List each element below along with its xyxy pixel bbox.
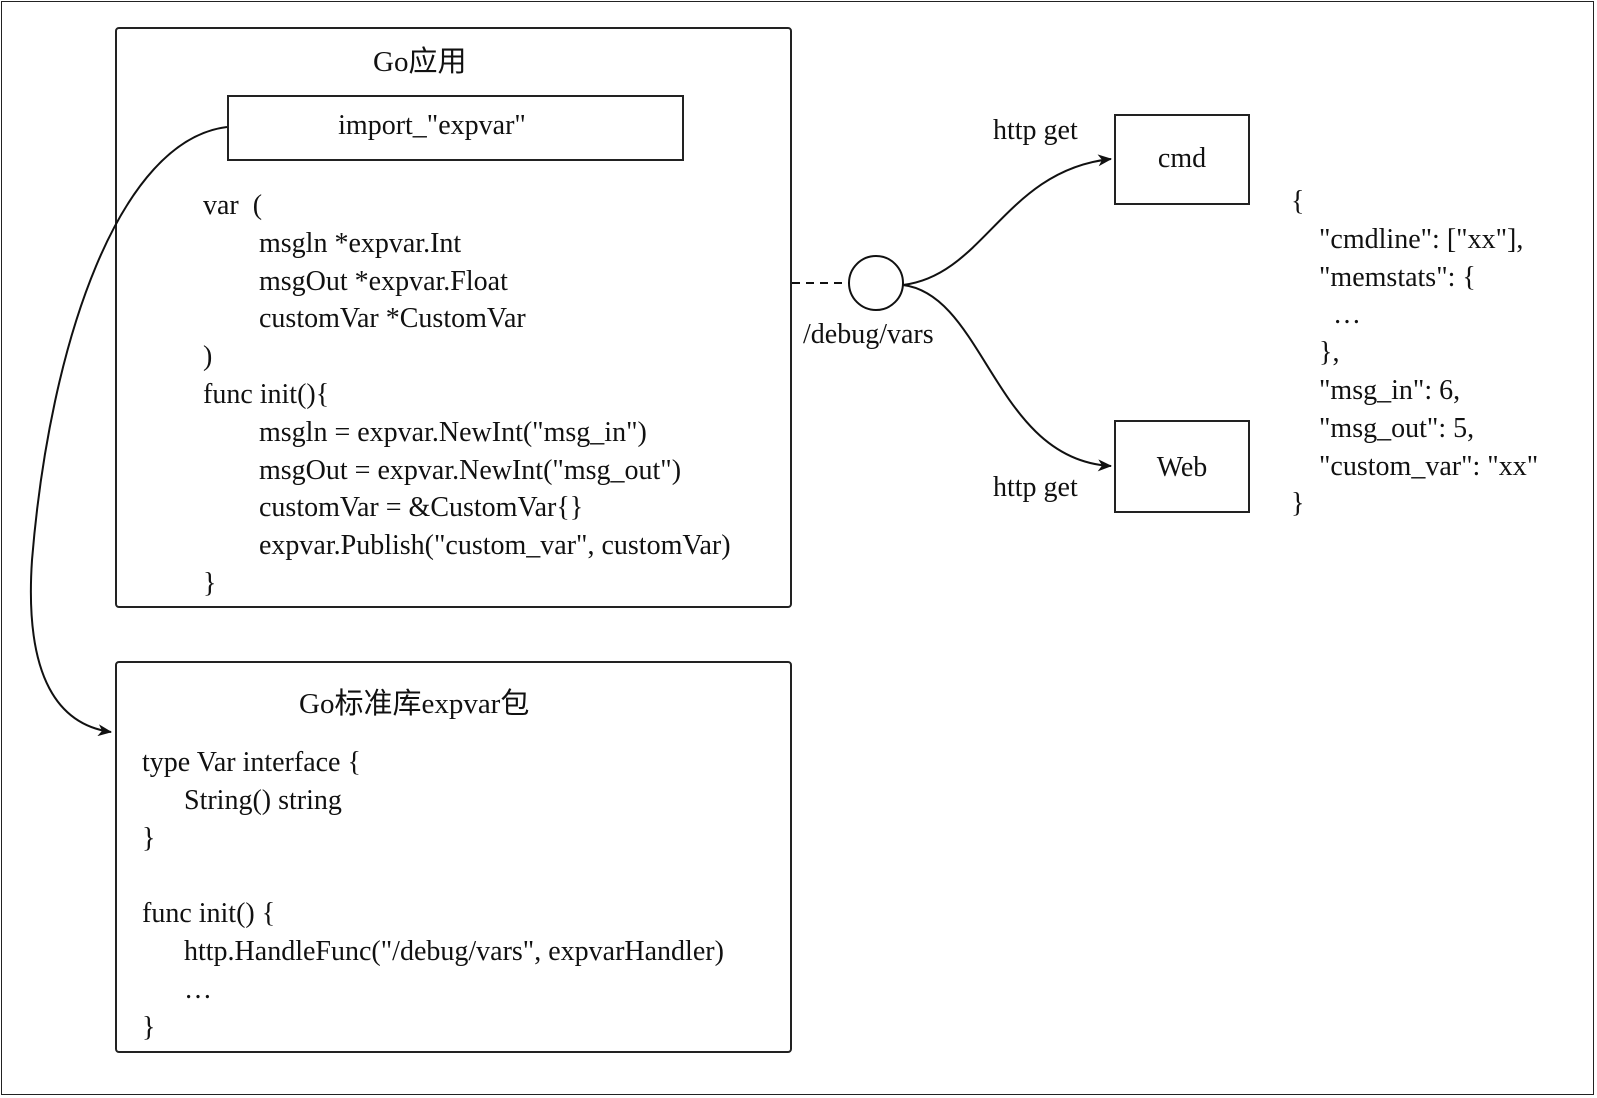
code-line: msgln = expvar.NewInt("msg_in") — [203, 416, 647, 448]
json-line: … — [1291, 299, 1361, 331]
expvar-lib-box — [115, 661, 792, 1053]
code-line: customVar *CustomVar — [203, 303, 526, 335]
code-line: expvar.Publish("custom_var", customVar) — [203, 530, 731, 562]
import-statement-box — [227, 95, 684, 161]
web-http-get-label: http get — [993, 472, 1078, 503]
code-line: msgln *expvar.Int — [203, 227, 462, 259]
code-line: … — [142, 973, 212, 1005]
endpoint-label: /debug/vars — [803, 319, 934, 350]
cmd-http-get-label: http get — [993, 115, 1078, 146]
code-line: } — [142, 1011, 156, 1043]
expvar-lib-title: Go标准库expvar包 — [299, 688, 530, 720]
code-line: } — [203, 568, 217, 599]
import-to-lib-arrow — [30, 126, 228, 737]
code-line: http.HandleFunc("/debug/vars", expvarHan… — [142, 936, 724, 967]
code-line: msgOut = expvar.NewInt("msg_out") — [203, 454, 682, 486]
json-line: "custom_var": "xx" — [1291, 450, 1539, 482]
code-line: customVar = &CustomVar{} — [203, 492, 584, 524]
import-statement: import_"expvar" — [338, 110, 526, 141]
json-line: "cmdline": ["xx"], — [1291, 223, 1524, 255]
json-line: "msg_in": 6, — [1291, 375, 1461, 406]
endpoint-to-web-arrow — [902, 284, 1112, 472]
json-line: { — [1291, 186, 1305, 217]
json-line: } — [1291, 488, 1305, 520]
code-line: ) — [203, 341, 213, 373]
cmd-client-label: cmd — [1157, 143, 1207, 174]
code-line: String() string — [142, 784, 342, 816]
code-line: } — [142, 822, 156, 854]
code-line: type Var interface { — [142, 747, 361, 778]
go-app-box — [115, 27, 792, 608]
code-line: var ( — [203, 190, 263, 221]
json-line: }, — [1291, 337, 1340, 369]
go-app-title: Go应用 — [373, 46, 467, 78]
code-line: func init(){ — [203, 379, 330, 410]
debug-vars-endpoint-node — [848, 255, 904, 311]
code-line: func init() { — [142, 898, 276, 930]
endpoint-to-cmd-arrow — [902, 154, 1112, 286]
web-client-box — [1114, 420, 1250, 513]
cmd-client-box — [1114, 114, 1250, 205]
code-line: msgOut *expvar.Float — [203, 265, 508, 297]
json-line: "msg_out": 5, — [1291, 412, 1475, 444]
json-line: "memstats": { — [1291, 261, 1476, 293]
web-client-label: Web — [1156, 452, 1208, 483]
